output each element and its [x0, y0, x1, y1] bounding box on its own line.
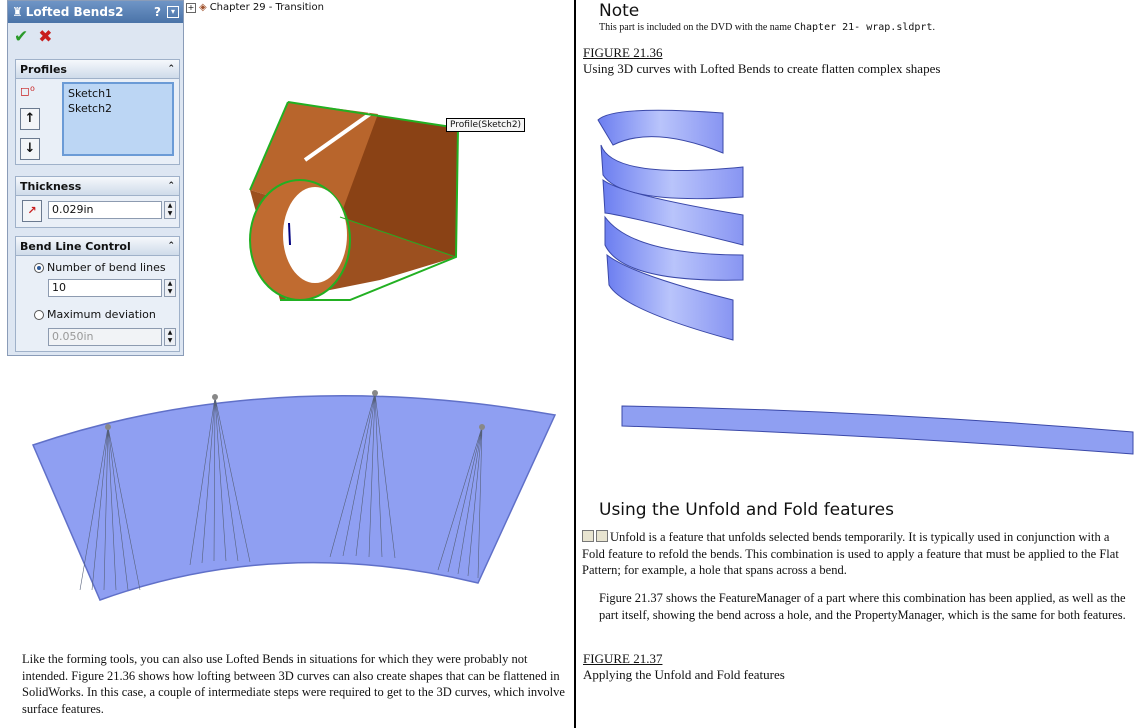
note-heading: Note: [599, 1, 640, 21]
unfold-icon: [582, 530, 594, 542]
bend-line-control-group: Bend Line Control⌃ Number of bend lines …: [15, 236, 180, 352]
move-up-button[interactable]: ↑: [20, 108, 40, 130]
figure-21-36-caption: Using 3D curves with Lofted Bends to cre…: [583, 61, 941, 76]
profiles-list[interactable]: Sketch1 Sketch2: [62, 82, 174, 156]
flat-strip-image: [621, 405, 1134, 455]
lofted-bends-icon: ♜: [12, 5, 23, 19]
profile-icon: ◻⁰: [20, 84, 35, 98]
section-heading: Using the Unfold and Fold features: [599, 500, 894, 520]
profile-callout[interactable]: Profile(Sketch2): [446, 118, 526, 132]
radio-selected-icon[interactable]: [34, 262, 44, 273]
maximum-deviation-radio[interactable]: Maximum deviation: [34, 308, 156, 321]
body-paragraph: Like the forming tools, you can also use…: [22, 652, 565, 716]
number-of-bend-lines-radio[interactable]: Number of bend lines: [34, 261, 166, 274]
figure-21-37-caption: Applying the Unfold and Fold features: [583, 667, 785, 682]
unfold-paragraph: Unfold is a feature that unfolds selecte…: [582, 530, 1119, 577]
profiles-group-header[interactable]: Profiles⌃: [16, 60, 179, 79]
ok-cancel-bar: ✔ ✖: [8, 23, 183, 51]
property-manager: ♜ Lofted Bends2 ? ▾ ✔ ✖ Profiles⌃ ◻⁰ ↑ ↓…: [7, 0, 184, 356]
figure-21-36-number: FIGURE 21.36: [583, 45, 663, 60]
expand-icon[interactable]: +: [186, 2, 196, 13]
move-down-button[interactable]: ↓: [20, 138, 40, 160]
max-deviation-spinner: ▲▼: [164, 328, 176, 346]
list-item[interactable]: Sketch2: [68, 102, 113, 115]
note-text: This part is included on the DVD with th…: [599, 22, 935, 33]
cancel-button[interactable]: ✖: [38, 27, 53, 47]
reverse-direction-button[interactable]: ↗: [22, 200, 42, 222]
collapse-icon[interactable]: ▾: [167, 6, 179, 18]
right-column: Note This part is included on the DVD wi…: [578, 0, 1147, 728]
help-icon[interactable]: ?: [154, 5, 161, 19]
thickness-input[interactable]: 0.029in: [48, 201, 162, 219]
list-item[interactable]: Sketch1: [68, 87, 113, 100]
figure-reference-paragraph: Figure 21.37 shows the FeatureManager of…: [599, 591, 1126, 622]
part-icon: ◈: [199, 2, 207, 13]
bend-lines-input[interactable]: 10: [48, 279, 162, 297]
bend-lines-spinner[interactable]: ▲▼: [164, 279, 176, 297]
thickness-group: Thickness⌃ ↗ 0.029in ▲▼: [15, 176, 180, 228]
max-deviation-input: 0.050in: [48, 328, 162, 346]
note-filename: Chapter 21- wrap.sldprt: [793, 22, 933, 33]
unfold-fold-icons: [582, 530, 610, 544]
collapse-arrow-icon[interactable]: ⌃: [167, 64, 175, 74]
thickness-spinner[interactable]: ▲▼: [164, 201, 176, 219]
bend-line-control-header[interactable]: Bend Line Control⌃: [16, 237, 179, 256]
pm-title: Lofted Bends2: [25, 5, 124, 19]
ok-button[interactable]: ✔: [14, 27, 29, 47]
helical-wrap-image: [597, 109, 744, 341]
left-column: Profile(Sketch2) + ◈ Chapter 29 - Transi…: [7, 0, 576, 728]
tree-label: Chapter 29 - Transition: [209, 2, 324, 13]
thickness-group-header[interactable]: Thickness⌃: [16, 177, 179, 196]
radio-unselected-icon[interactable]: [34, 309, 44, 320]
collapse-arrow-icon[interactable]: ⌃: [167, 181, 175, 191]
profiles-group: Profiles⌃ ◻⁰ ↑ ↓ Sketch1 Sketch2: [15, 59, 180, 165]
fold-icon: [596, 530, 608, 542]
feature-tree-root[interactable]: + ◈ Chapter 29 - Transition: [186, 2, 324, 13]
figure-21-37-number: FIGURE 21.37: [583, 651, 663, 666]
lofted-bend-part-image: [249, 101, 460, 301]
flattened-loft-image: [31, 390, 557, 601]
collapse-arrow-icon[interactable]: ⌃: [167, 241, 175, 251]
pm-title-bar: ♜ Lofted Bends2 ? ▾: [8, 1, 183, 23]
